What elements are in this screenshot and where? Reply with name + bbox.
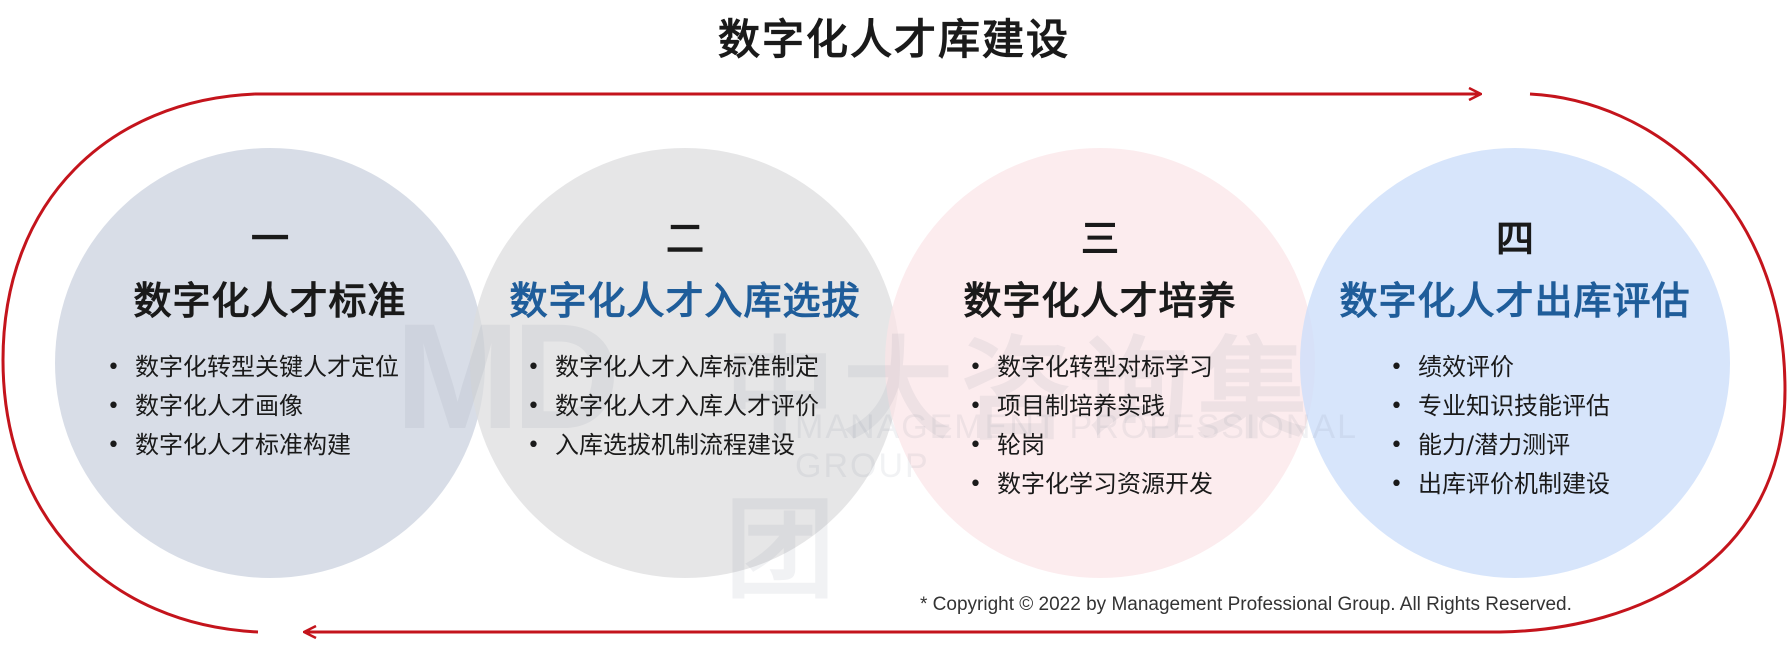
stage-2-title: 数字化人才入库选拔 [509,279,861,323]
loop-right-curve [1499,92,1787,634]
stage-4-title: 数字化人才出库评估 [1339,279,1691,323]
stage-1: 一 数字化人才标准 数字化转型关键人才定位 数字化人才画像 数字化人才标准构建 [55,148,485,578]
stage-3-number: 三 [1080,217,1119,261]
stage-1-title: 数字化人才标准 [133,279,407,323]
stage-4: 四 数字化人才出库评估 绩效评价 专业知识技能评估 能力/潜力测评 出库评价机制… [1300,148,1730,578]
stage-4-number: 四 [1495,217,1534,261]
list-item: 绩效评价 [1388,348,1610,387]
stage-3-title: 数字化人才培养 [963,279,1237,323]
list-item: 轮岗 [967,426,1213,465]
list-item: 数字化转型关键人才定位 [105,348,399,387]
stage-2-list: 数字化人才入库标准制定 数字化人才入库人才评价 入库选拔机制流程建设 [525,348,819,465]
stage-4-list: 绩效评价 专业知识技能评估 能力/潜力测评 出库评价机制建设 [1388,348,1610,504]
list-item: 能力/潜力测评 [1388,426,1610,465]
stage-1-number: 一 [250,217,289,261]
list-item: 数字化人才入库标准制定 [525,348,819,387]
list-item: 数字化转型对标学习 [967,348,1213,387]
stage-2: 二 数字化人才入库选拔 数字化人才入库标准制定 数字化人才入库人才评价 入库选拔… [470,148,900,578]
stage-3-list: 数字化转型对标学习 项目制培养实践 轮岗 数字化学习资源开发 [967,348,1213,504]
copyright-notice: * Copyright © 2022 by Management Profess… [920,594,1572,615]
stage-1-list: 数字化转型关键人才定位 数字化人才画像 数字化人才标准构建 [105,348,399,465]
list-item: 专业知识技能评估 [1388,387,1610,426]
list-item: 入库选拔机制流程建设 [525,426,819,465]
list-item: 出库评价机制建设 [1388,465,1610,504]
diagram-title: 数字化人才库建设 [717,15,1070,64]
list-item: 数字化人才入库人才评价 [525,387,819,426]
list-item: 数字化人才画像 [105,387,399,426]
list-item: 项目制培养实践 [967,387,1213,426]
stage-2-number: 二 [665,217,704,261]
list-item: 数字化人才标准构建 [105,426,399,465]
stage-3: 三 数字化人才培养 数字化转型对标学习 项目制培养实践 轮岗 数字化学习资源开发 [885,148,1315,578]
loop-left-curve [1,92,259,634]
list-item: 数字化学习资源开发 [967,465,1213,504]
